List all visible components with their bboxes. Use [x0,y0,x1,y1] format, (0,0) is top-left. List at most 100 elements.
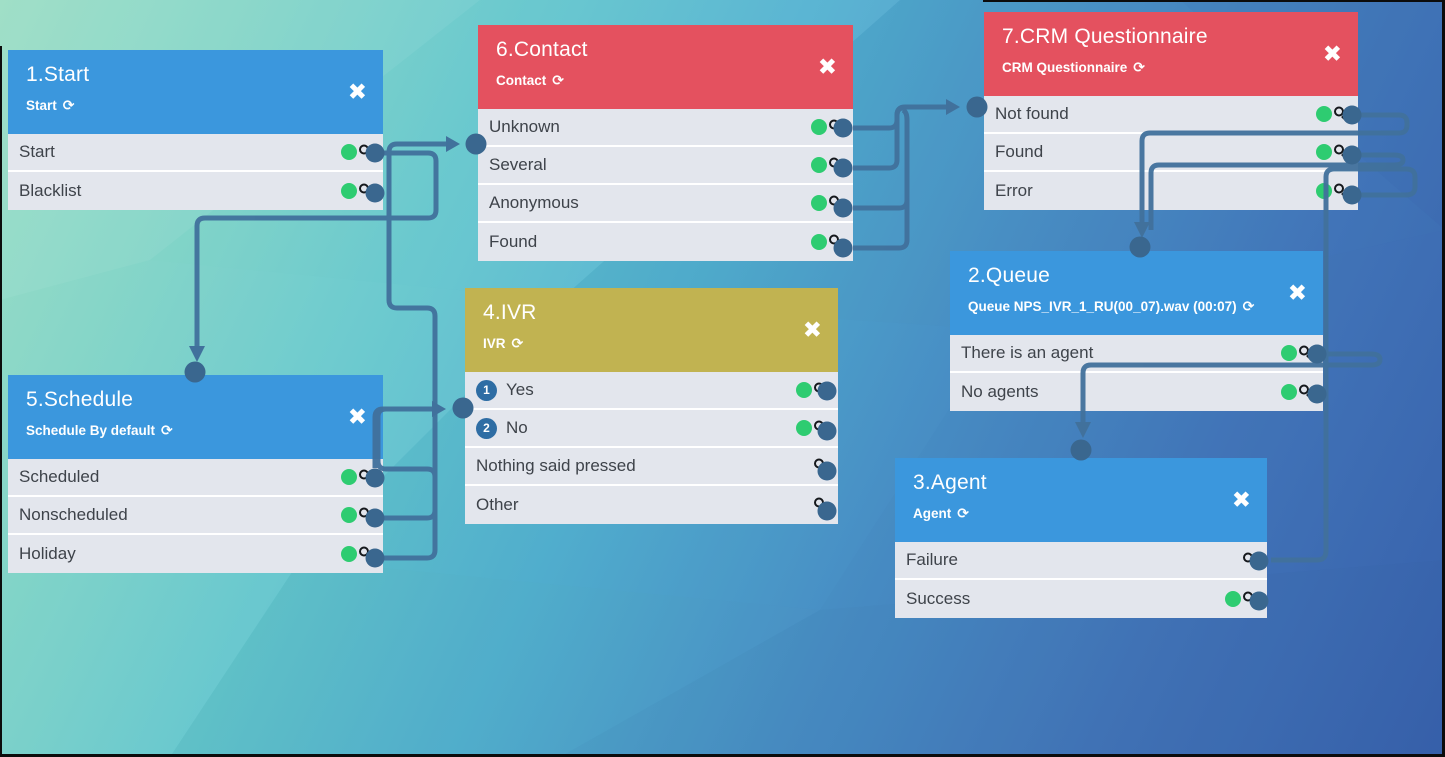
node-subtitle-text: Contact [496,73,547,88]
close-node-button[interactable]: ✖ [347,403,367,430]
key-icon [359,546,374,562]
key-icon [829,119,844,135]
node-subtitle: Agent ⟳ [913,505,1249,522]
close-node-button[interactable]: ✖ [1231,486,1251,513]
refresh-icon: ⟳ [552,72,564,88]
status-dot [341,183,357,199]
row-found: Found [478,223,853,261]
row-label: No [506,418,528,437]
node-subtitle: IVR⟳ [483,335,820,352]
close-node-button[interactable]: ✖ [1322,40,1342,67]
row-blacklist: Blacklist [8,172,383,210]
row-label: Nothing said pressed [476,456,636,475]
status-dot [1316,144,1332,160]
dtmf-badge: 2 [476,417,497,439]
node-subtitle-text: CRM Questionnaire [1002,60,1128,75]
row-scheduled: Scheduled [8,459,383,497]
key-icon [1334,183,1349,199]
node-subtitle: Schedule By default⟳ [26,422,365,439]
key-icon [1299,345,1314,361]
row-anonymous: Anonymous [478,185,853,223]
node-subtitle-text: Agent [913,506,952,521]
status-dot [811,157,827,173]
status-dot [341,469,357,485]
status-dot [1316,106,1332,122]
row-label: Anonymous [489,193,579,212]
key-icon [814,420,829,436]
node-subtitle-text: Start [26,98,57,113]
node-title: 3.Agent [913,471,987,494]
refresh-icon: ⟳ [957,505,969,521]
key-icon [1299,384,1314,400]
refresh-icon: ⟳ [62,97,75,113]
row-there-is-an-agent: There is an agent [950,335,1323,373]
refresh-icon: ⟳ [1133,59,1145,75]
key-icon [829,195,844,211]
row-label: Found [489,232,538,251]
node-subtitle: Queue NPS_IVR_1_RU(00_07).wav (00:07) ⟳ [968,298,1305,315]
row-label: Success [906,589,971,608]
row-failure: Failure [895,542,1267,580]
row-label: Found [995,142,1044,161]
key-icon [1243,591,1258,607]
close-node-button[interactable]: ✖ [1287,279,1307,306]
canvas-border-top [983,0,1445,2]
key-icon [829,157,844,173]
close-node-button[interactable]: ✖ [802,316,822,343]
status-dot [811,234,827,250]
key-icon [829,234,844,250]
status-dot [1316,183,1332,199]
node-title: 6.Contact [496,38,588,61]
row-label: There is an agent [961,343,1094,362]
row-found: Found [984,134,1358,172]
row-no: 2 No [465,410,838,448]
status-dot [341,546,357,562]
row-label: Start [19,142,55,161]
key-icon [814,497,829,513]
refresh-icon: ⟳ [1242,298,1255,314]
close-node-button[interactable]: ✖ [817,53,837,80]
close-node-button[interactable]: ✖ [347,78,367,105]
row-label: No agents [961,382,1039,401]
key-icon [359,507,374,523]
row-not-found: Not found [984,96,1358,134]
canvas-border-right [1442,0,1445,757]
row-error: Error [984,172,1358,210]
status-dot [1281,384,1297,400]
status-dot [811,195,827,211]
row-no-agents: No agents [950,373,1323,411]
node-title: 1.Start [26,63,90,86]
node-subtitle-text: IVR [483,336,506,351]
node-subtitle-text: Queue NPS_IVR_1_RU(00_07).wav (00:07) [968,299,1237,314]
status-dot [1281,345,1297,361]
key-icon [359,469,374,485]
row-label: Several [489,155,547,174]
row-label: Holiday [19,544,76,563]
node-title: 2.Queue [968,264,1050,287]
row-label: Failure [906,550,958,569]
status-dot [796,420,812,436]
node-header-ivr[interactable]: 4.IVR IVR⟳✖ [465,288,838,372]
node-title: 4.IVR [483,301,537,324]
row-other: Other [465,486,838,524]
status-dot [341,507,357,523]
